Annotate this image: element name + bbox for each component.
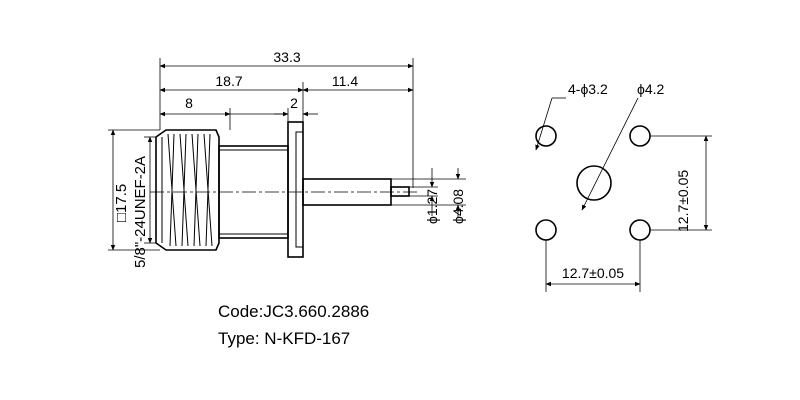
thread-body [155,129,220,251]
pin-length-label: 11.4 [332,73,358,89]
flange-thickness-label: 2 [290,95,298,111]
vertical-spacing-label: 12.7±0.05 [675,170,691,232]
mount-hole [535,125,557,147]
flange-view: 4-ϕ3.2 ϕ4.2 12.7±0.05 12.7±0.05 [535,81,712,292]
mount-hole [629,125,651,147]
horizontal-spacing-label: 12.7±0.05 [562,265,624,281]
center-hole-label: ϕ4.2 [637,81,665,97]
code-text: Code:JC3.660.2886 [218,302,369,321]
pin-diameter-label: ϕ1.27 [424,189,440,224]
overall-length-label: 33.3 [273,49,300,65]
flange [287,121,304,258]
thread-length-label: 8 [185,95,193,111]
body-length-label: 18.7 [215,73,242,89]
mount-hole [629,219,651,241]
body-square-label: □17.5 [113,184,130,222]
side-view: 33.3 18.7 11.4 8 2 ϕ1.27 ϕ4.08 □17.5 5/8… [108,49,466,268]
mount-hole [535,219,557,241]
mount-holes-label: 4-ϕ3.2 [568,81,608,97]
center-hole [576,165,612,201]
pin [390,186,410,197]
info-block: Code:JC3.660.2886 Type: N-KFD-167 [218,302,369,348]
thread-spec-label: 5/8"-24UNEF-2A [132,156,149,268]
type-text: Type: N-KFD-167 [218,329,350,348]
insulator-diameter-label: ϕ4.08 [450,189,466,224]
